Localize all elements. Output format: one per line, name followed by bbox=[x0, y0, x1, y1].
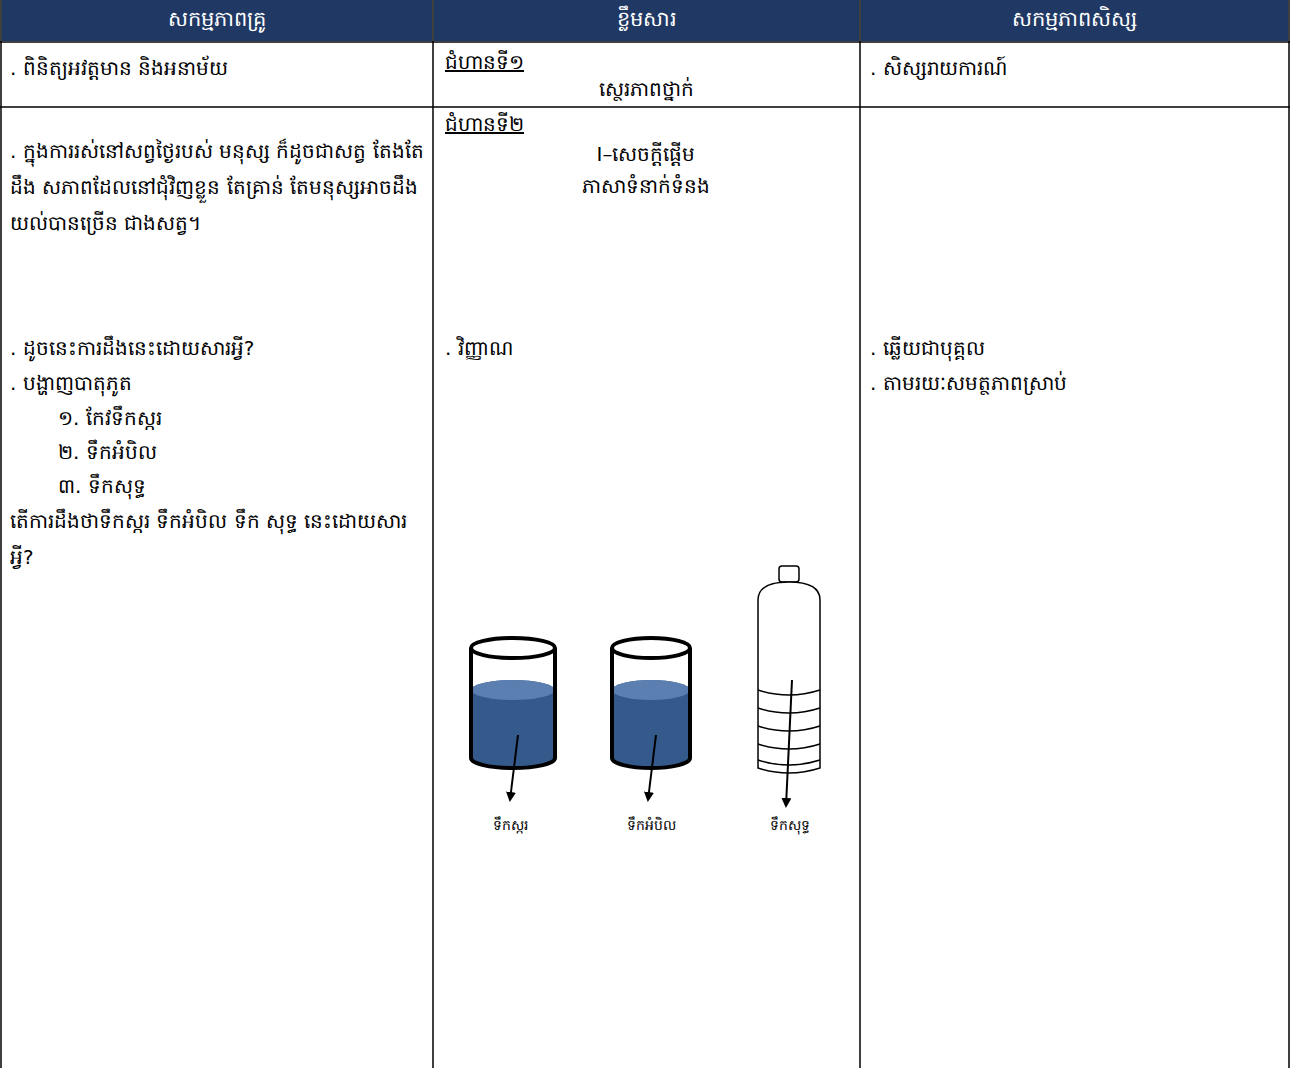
header-cell: សកម្មភាពសិស្ស bbox=[861, 0, 1288, 41]
row-text: . តាមរយៈសមត្ថភាពស្រាប់ bbox=[870, 365, 1280, 401]
content-text: ភាសាទំនាក់ទំនង bbox=[440, 168, 852, 204]
figure-caption: ទឹកសុទ្ធ bbox=[740, 815, 840, 835]
header-text: ខ្លឹមសារ bbox=[617, 5, 677, 36]
list-item: ២. ទឹកអំបិល bbox=[58, 434, 418, 470]
section-title: I–សេចក្ដីផ្ដើម bbox=[440, 136, 852, 172]
step-heading: ជំហានទី១ bbox=[445, 44, 645, 80]
header-cell: ខ្លឹមសារ bbox=[434, 0, 859, 41]
figure-caption: ទឹកស្ករ bbox=[460, 815, 560, 835]
list-item: ៣. ទឹកសុទ្ធ bbox=[58, 468, 418, 504]
salt-water-cup bbox=[612, 638, 690, 800]
header-text: សកម្មភាពគ្រូ bbox=[168, 5, 266, 36]
question: តើការដឹងថាទឹកស្ករ ទឹកអំបិល ទឹក សុទ្ធ នេះ… bbox=[10, 503, 425, 575]
content-text: ស្ថេរភាពថ្នាក់ bbox=[440, 71, 852, 107]
question: . ដូចនេះការដឹងនេះដោយសារអ្វី? bbox=[10, 330, 425, 366]
paragraph: . ក្នុងការរស់នៅសព្វថ្ងៃរបស់ មនុស្ស ក៏ដូច… bbox=[10, 133, 425, 241]
step-heading: ជំហានទី២ bbox=[445, 106, 645, 142]
figure-caption: ទឹកអំបិល bbox=[596, 815, 706, 835]
row-text: . បង្ហាញបាតុភូត bbox=[10, 365, 425, 401]
list-item: ១. កែវទឹកស្ករ bbox=[58, 400, 418, 436]
header-text: សកម្មភាពសិស្ស bbox=[1012, 5, 1137, 36]
row-text: . សិស្សរាយការណ៍ bbox=[870, 50, 1280, 86]
header-cell: សកម្មភាពគ្រូ bbox=[2, 0, 432, 41]
pure-water-bottle bbox=[758, 566, 820, 806]
sugar-water-cup bbox=[471, 638, 555, 800]
content-text: . វិញ្ញាណ bbox=[445, 330, 845, 366]
row-text: . ឆ្លើយជាបុគ្គល bbox=[870, 330, 1280, 366]
row-text: . ពិនិត្យអវត្តមាន និងអនាម័យ bbox=[10, 50, 425, 86]
